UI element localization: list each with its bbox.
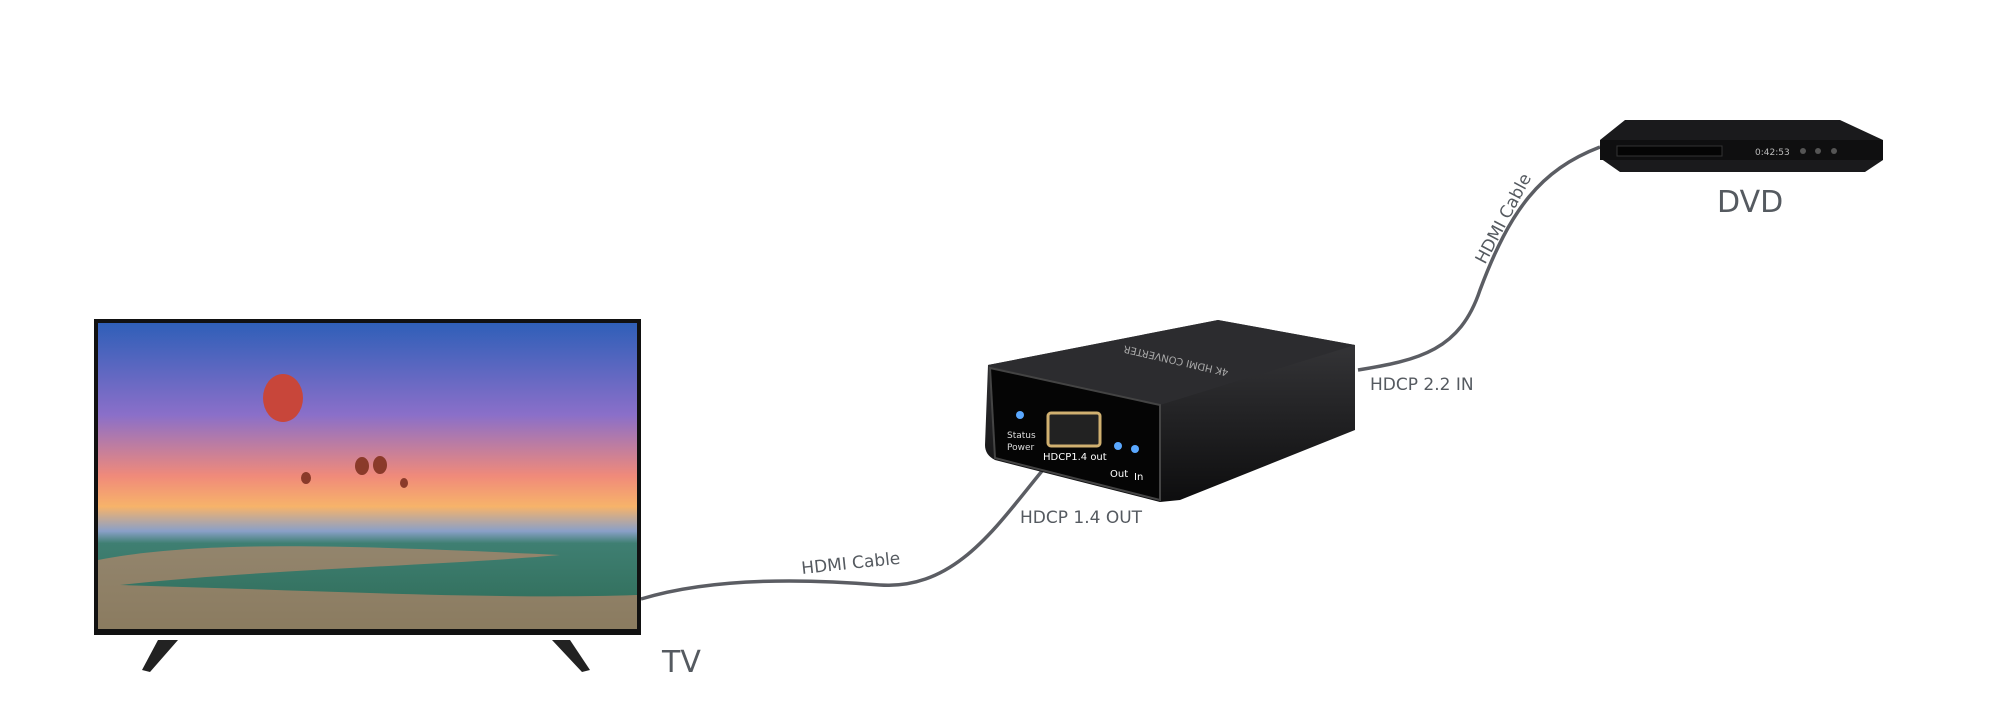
dvd-label: DVD — [1717, 185, 1783, 220]
power-label: Power — [1007, 443, 1035, 453]
converter-out-label: HDCP 1.4 OUT — [1020, 508, 1143, 528]
hdcp-out-port-label: HDCP1.4 out — [1043, 452, 1107, 463]
out-label: Out — [1110, 469, 1128, 480]
status-label: Status — [1007, 431, 1036, 441]
dvd-cable-label: HDMI Cable — [1472, 170, 1536, 267]
dvd-player-device: 0:42:53 — [1600, 120, 1883, 172]
tv-device — [94, 319, 641, 672]
hdmi-cable-tv — [640, 457, 1054, 601]
tv-label: TV — [661, 645, 701, 680]
dvd-display: 0:42:53 — [1755, 148, 1790, 158]
hdmi-converter-device: Status Power HDCP1.4 out Out In 4K HDMI … — [985, 320, 1355, 502]
tv-cable-label: HDMI Cable — [800, 549, 901, 579]
converter-in-label: HDCP 2.2 IN — [1370, 375, 1474, 395]
hdmi-cable-dvd — [1357, 145, 1601, 372]
in-label: In — [1134, 472, 1143, 483]
